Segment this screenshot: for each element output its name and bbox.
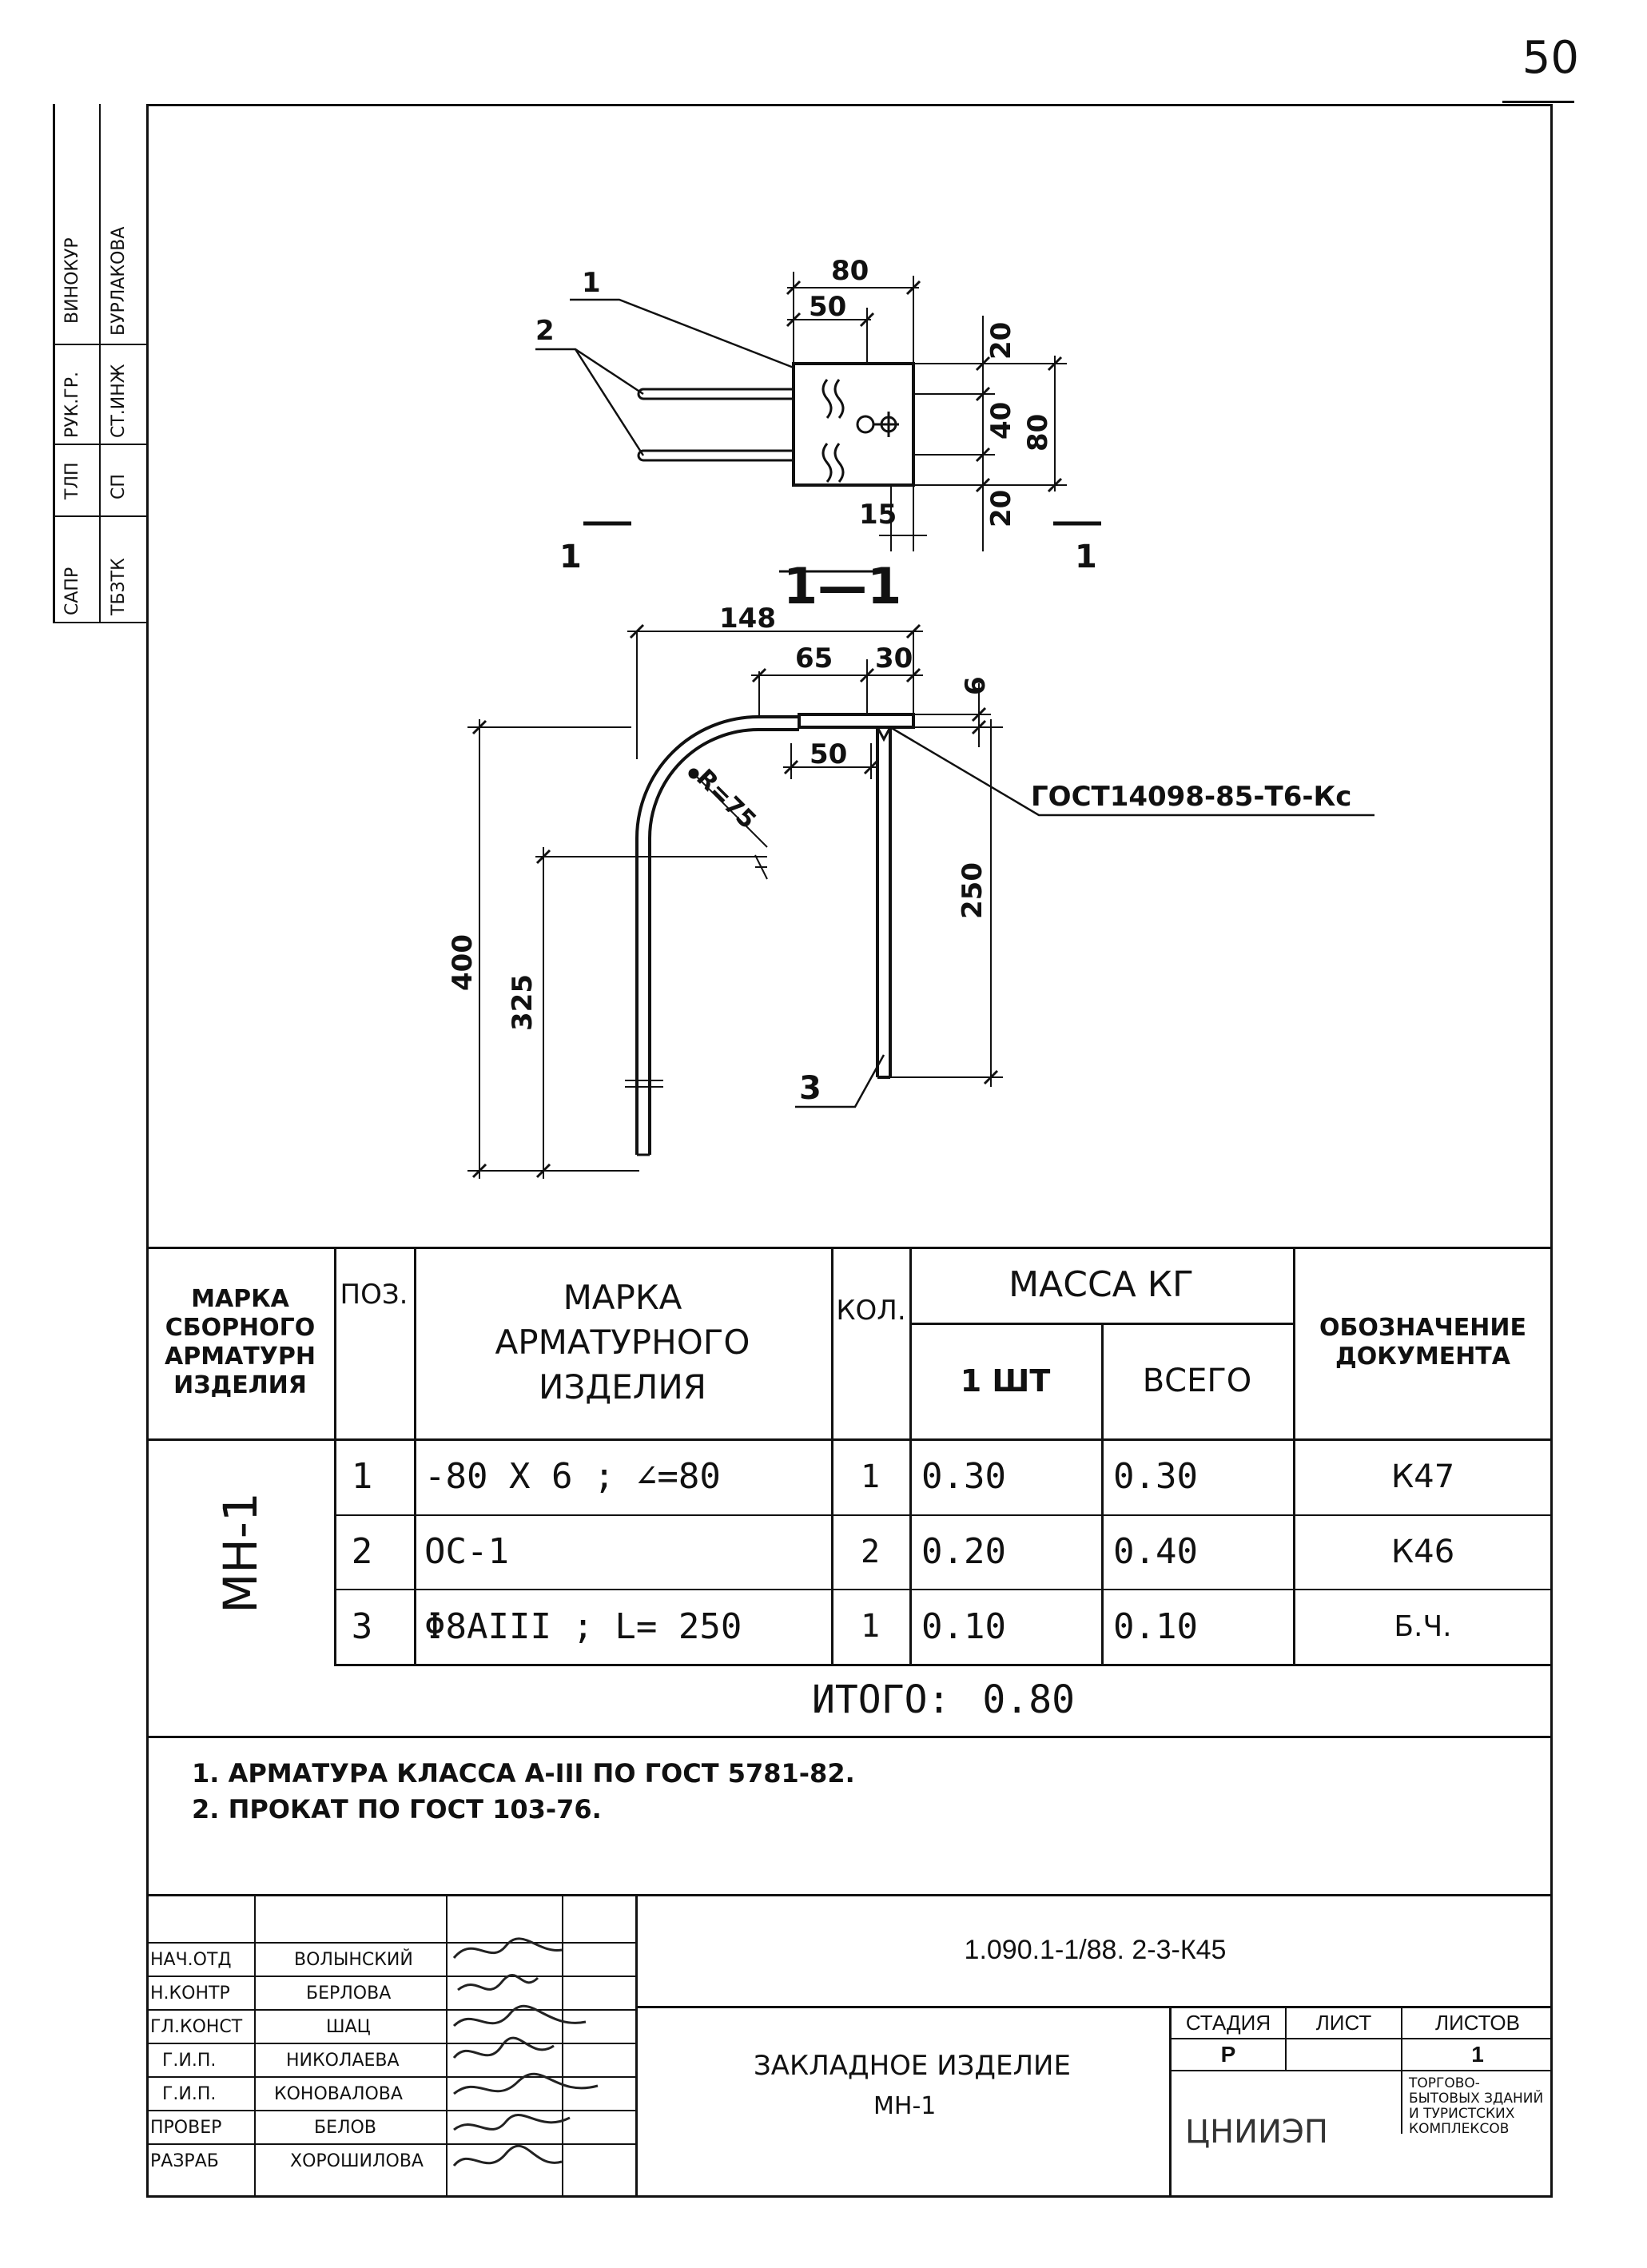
spec-table: МАРКА СБОРНОГО АРМАТУРН ИЗДЕЛИЯ ПОЗ. МАР… <box>146 1247 1553 1738</box>
header-mass-one: 1 ШТ <box>960 1363 1051 1399</box>
section-mark-left: 1 <box>559 539 582 575</box>
organization: ЦНИИЭП <box>1185 2114 1328 2151</box>
dim-20-a: 20 <box>985 322 1017 360</box>
total-value: 0.80 <box>982 1677 1075 1722</box>
header-mass: МАССА КГ <box>1008 1263 1194 1305</box>
dim-6: 6 <box>960 676 992 695</box>
dim-250: 250 <box>957 862 989 919</box>
sheets-value: 1 <box>1471 2042 1484 2067</box>
header-mark-rebar: МАРКА АРМАТУРНОГО ИЗДЕЛИЯ <box>495 1278 750 1407</box>
rod-bent <box>635 714 799 1155</box>
weld-spec: ГОСТ14098-85-Т6-Кс <box>1031 781 1351 813</box>
side-stamp: ВИНОКУР БУРЛАКОВА РУК.ГР. СТ.ИНЖ ТЛП СП … <box>53 104 146 623</box>
assembly-mark: МН-1 <box>213 1491 268 1613</box>
dim-80-top: 80 <box>831 255 869 287</box>
header-doc: ОБОЗНАЧЕНИЕ ДОКУМЕНТА <box>1319 1314 1526 1371</box>
plate-section <box>798 713 915 729</box>
page-number-underline <box>1502 101 1574 103</box>
dim-30: 30 <box>875 643 913 674</box>
drawing-frame <box>146 104 1553 2198</box>
document-code: 1.090.1-1/88. 2-3-К45 <box>964 1934 1227 1965</box>
title-block: НАЧ.ОТД ВОЛЫНСКИЙ Н.КОНТР БЕРЛОВА ГЛ.КОН… <box>146 1894 1553 2198</box>
dim-65: 65 <box>795 643 833 674</box>
total-row: ИТОГО: 0.80 <box>334 1664 1553 1736</box>
section-mark-right: 1 <box>1075 539 1097 575</box>
dim-400: 400 <box>447 934 479 991</box>
header-pos: ПОЗ. <box>340 1279 408 1311</box>
sheet-label: ЛИСТ <box>1315 2011 1372 2035</box>
handwritten-signatures <box>452 1937 599 2167</box>
plate-plan <box>792 362 915 487</box>
leader-2: 2 <box>535 315 555 347</box>
embedded-part-drawing: 80 50 20 40 20 80 15 1 2 1 1 1—1 148 65 … <box>447 255 1374 1179</box>
stage-value: Р <box>1220 2042 1236 2067</box>
dim-50-section: 50 <box>810 738 847 770</box>
page-number: 50 <box>1522 32 1579 84</box>
header-qty: КОЛ. <box>836 1295 906 1327</box>
radius-label: R=75 <box>690 764 761 834</box>
document-title-line1: ЗАКЛАДНОЕ ИЗДЕЛИЕ <box>754 2050 1071 2082</box>
total-label: ИТОГО: <box>812 1677 951 1722</box>
document-title-line2: МН-1 <box>873 2092 937 2120</box>
section-title: 1—1 <box>783 557 901 615</box>
dim-15: 15 <box>859 499 897 531</box>
dim-148: 148 <box>719 603 776 635</box>
leader-1: 1 <box>582 267 601 299</box>
header-mark-assembly: МАРКА СБОРНОГО АРМАТУРН ИЗДЕЛИЯ <box>165 1285 316 1399</box>
dim-50-top: 50 <box>809 291 846 323</box>
note-1: 1. АРМАТУРА КЛАССА А-III ПО ГОСТ 5781-82… <box>192 1758 855 1789</box>
dim-80-right: 80 <box>1022 414 1054 452</box>
header-mass-total: ВСЕГО <box>1142 1362 1252 1399</box>
dim-40: 40 <box>985 402 1017 440</box>
rod-vertical <box>876 727 892 1079</box>
note-2: 2. ПРОКАТ ПО ГОСТ 103-76. <box>192 1794 602 1824</box>
organization-description: ТОРГОВО-БЫТОВЫХ ЗДАНИЙ И ТУРИСТСКИХ КОМП… <box>1409 2075 1544 2137</box>
sheets-label: ЛИСТОВ <box>1435 2011 1520 2035</box>
leader-3: 3 <box>799 1070 822 1107</box>
dim-20-b: 20 <box>985 490 1017 527</box>
dim-325: 325 <box>507 974 539 1031</box>
stage-label: СТАДИЯ <box>1185 2011 1271 2035</box>
